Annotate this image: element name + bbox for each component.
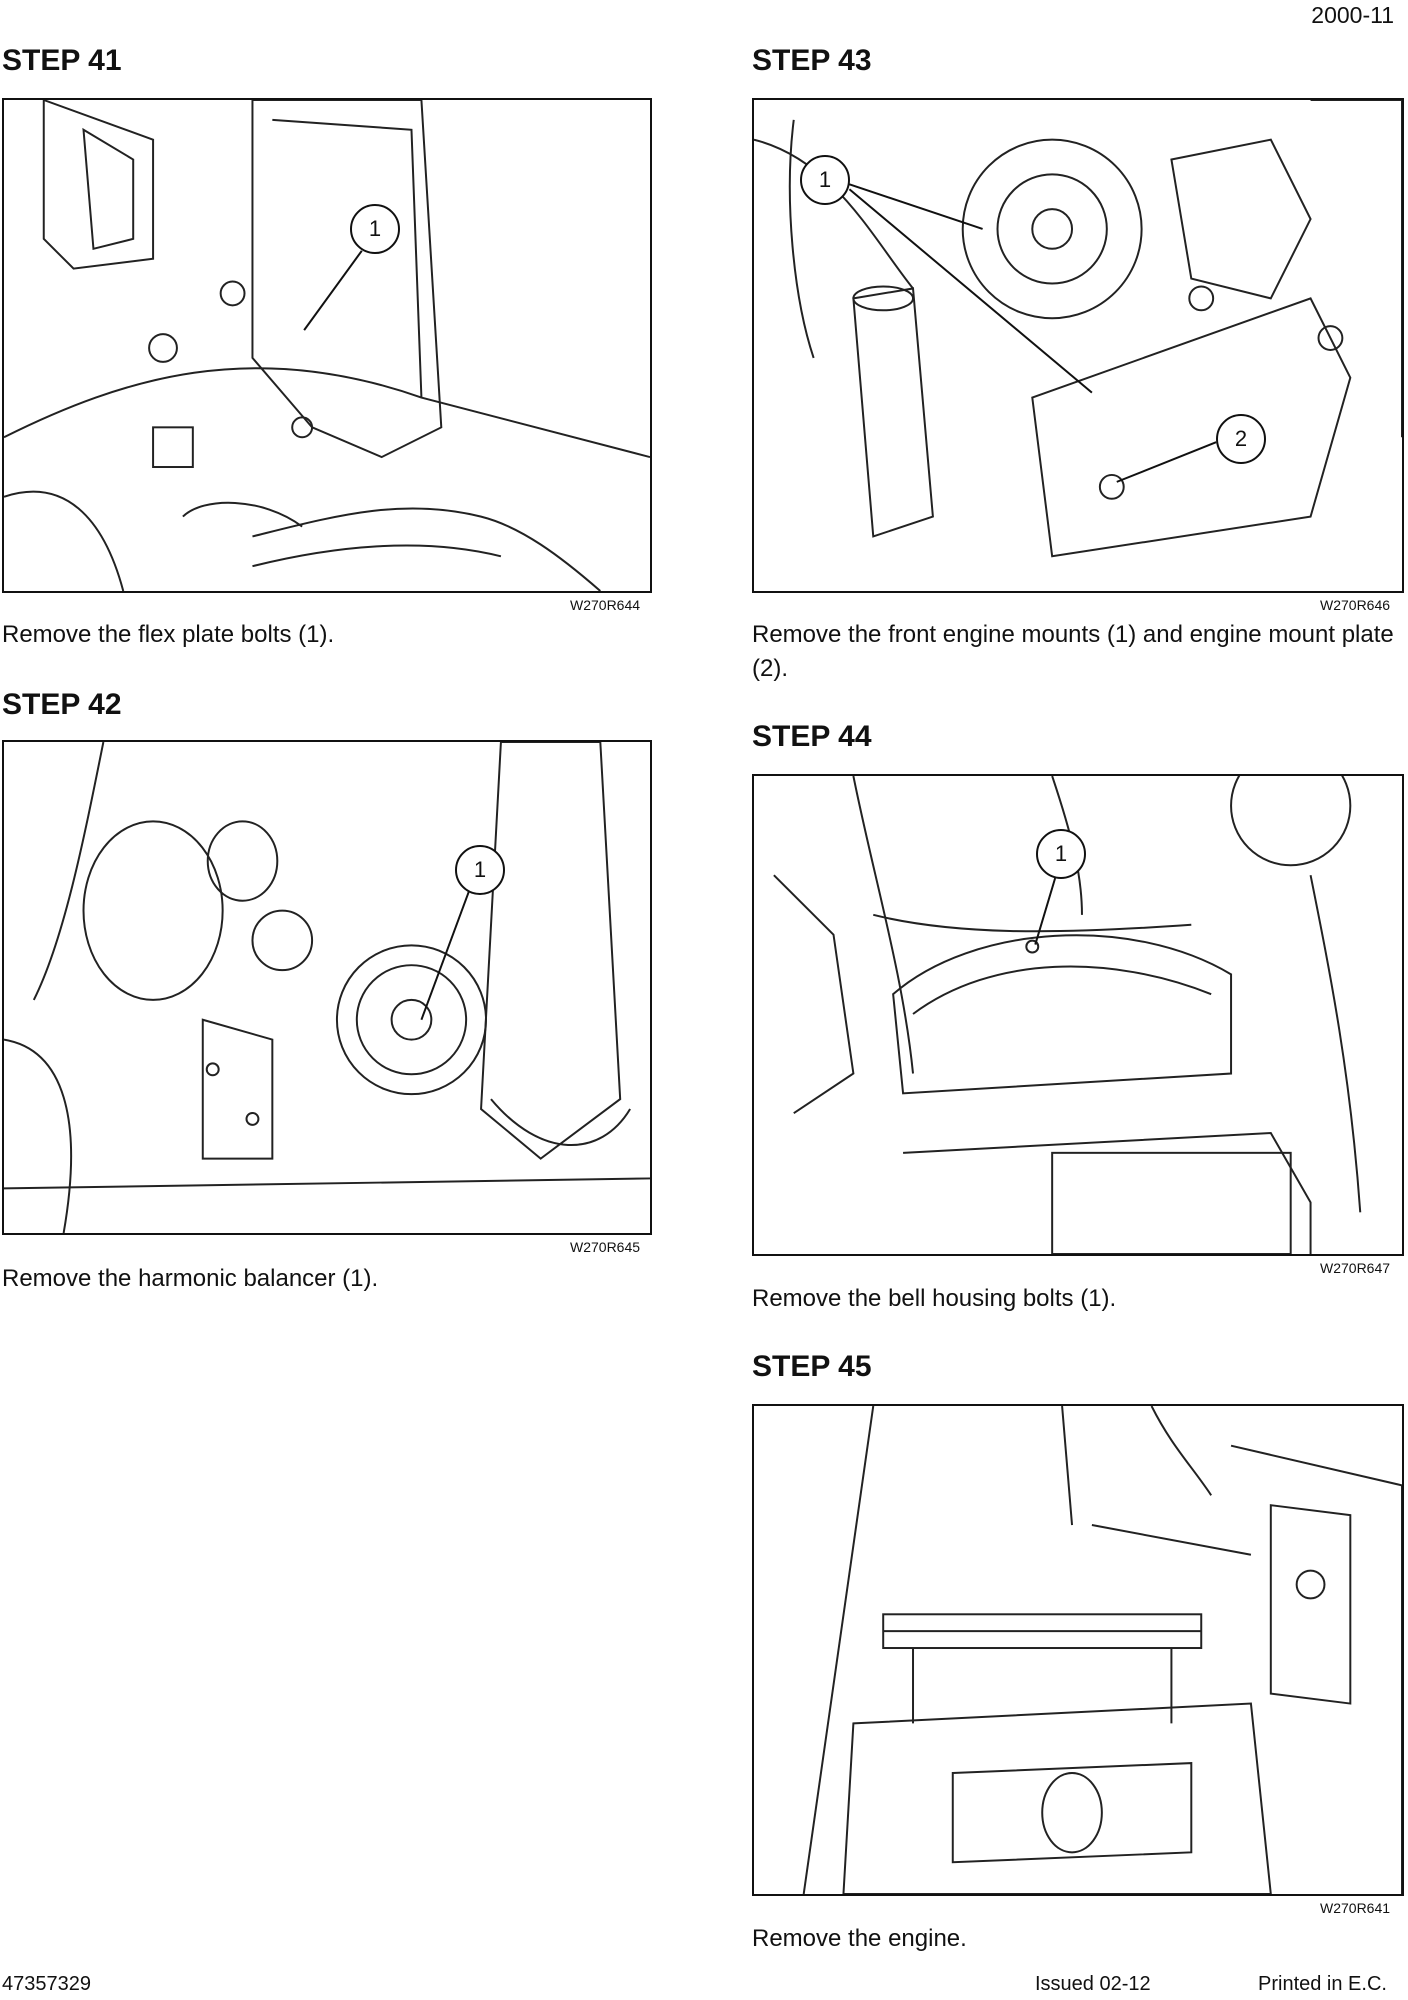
step-41-title: STEP 41	[2, 44, 122, 77]
step-44-illustration: 1	[752, 774, 1404, 1256]
step-42-illustration: 1	[2, 740, 652, 1235]
engine-mount-drawing	[754, 100, 1402, 558]
callout-1: 1	[1036, 829, 1086, 879]
flex-plate-drawing	[4, 100, 650, 591]
footer-printed: Printed in E.C.	[1258, 1973, 1387, 1995]
figure-code: W270R641	[1320, 1900, 1391, 1916]
step-42-title: STEP 42	[2, 688, 122, 721]
callout-1: 1	[800, 155, 850, 205]
harmonic-balancer-drawing	[4, 742, 650, 1233]
step-43-title: STEP 43	[752, 44, 872, 77]
step-41-caption: Remove the flex plate bolts (1).	[2, 621, 335, 648]
step-42-caption: Remove the harmonic balancer (1).	[2, 1265, 379, 1292]
figure-code: W270R645	[570, 1239, 641, 1255]
footer-part-number: 47357329	[2, 1973, 91, 1995]
figure-code: W270R644	[570, 597, 641, 613]
callout-1: 1	[350, 204, 400, 254]
page-number: 2000-11	[1311, 2, 1394, 28]
figure-code: W270R647	[1320, 1260, 1391, 1276]
figure-code: W270R646	[1320, 597, 1391, 613]
step-43-illustration: 1 2	[752, 98, 1404, 593]
engine-hoist-drawing	[802, 1406, 1402, 1894]
step-44-caption: Remove the bell housing bolts (1).	[752, 1285, 1117, 1312]
step-45-illustration	[752, 1404, 1404, 1896]
callout-1: 1	[455, 845, 505, 895]
step-45-caption: Remove the engine.	[752, 1925, 967, 1952]
bell-housing-drawing	[773, 776, 1362, 1254]
step-44-title: STEP 44	[752, 720, 872, 753]
step-41-illustration: 1	[2, 98, 652, 593]
step-45-title: STEP 45	[752, 1350, 872, 1383]
step-43-caption: Remove the front engine mounts (1) and e…	[752, 621, 1394, 682]
callout-2: 2	[1216, 414, 1266, 464]
footer-issued: Issued 02-12	[1035, 1973, 1151, 1995]
